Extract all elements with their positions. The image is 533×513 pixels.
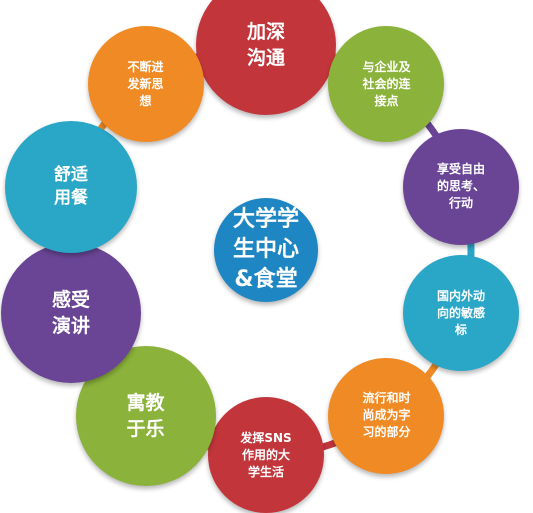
outer-node-label: 舒适 用餐 (54, 164, 89, 208)
outer-node-label: 享受自由 的思考、 行动 (436, 162, 485, 211)
outer-node: 流行和时 尚成为字 习的部分 (328, 357, 445, 474)
diagram-stage: 大学学 生中心 &食堂 加深 沟通与企业及 社会的连 接点享受自由 的思考、 行… (1, 0, 519, 513)
outer-node: 加深 沟通 (196, 0, 336, 115)
outer-node-label: 感受 演讲 (52, 289, 91, 338)
outer-node: 感受 演讲 (1, 243, 142, 384)
outer-node: 舒适 用餐 (5, 120, 138, 253)
outer-node-label: 与企业及 社会的连 接点 (362, 59, 411, 108)
outer-node-label: 寓教 于乐 (126, 391, 165, 440)
center-label: 大学学 生中心 &食堂 (232, 207, 299, 292)
outer-node-label: 加深 沟通 (246, 21, 285, 69)
outer-node-label: 国内外动 向的敏感 标 (436, 288, 485, 337)
outer-node-label: 不断进 发新思 想 (127, 59, 164, 108)
center-node: 大学学 生中心 &食堂 (214, 198, 318, 302)
outer-node: 不断进 发新思 想 (87, 26, 204, 143)
outer-node: 享受自由 的思考、 行动 (402, 128, 519, 245)
outer-node: 与企业及 社会的连 接点 (328, 26, 445, 143)
outer-node-label: 流行和时 尚成为字 习的部分 (362, 391, 411, 440)
outer-node-label: 发挥SNS 作用的大 学生活 (240, 430, 292, 479)
outer-node: 发挥SNS 作用的大 学生活 (208, 397, 324, 513)
outer-node: 国内外动 向的敏感 标 (402, 255, 519, 372)
